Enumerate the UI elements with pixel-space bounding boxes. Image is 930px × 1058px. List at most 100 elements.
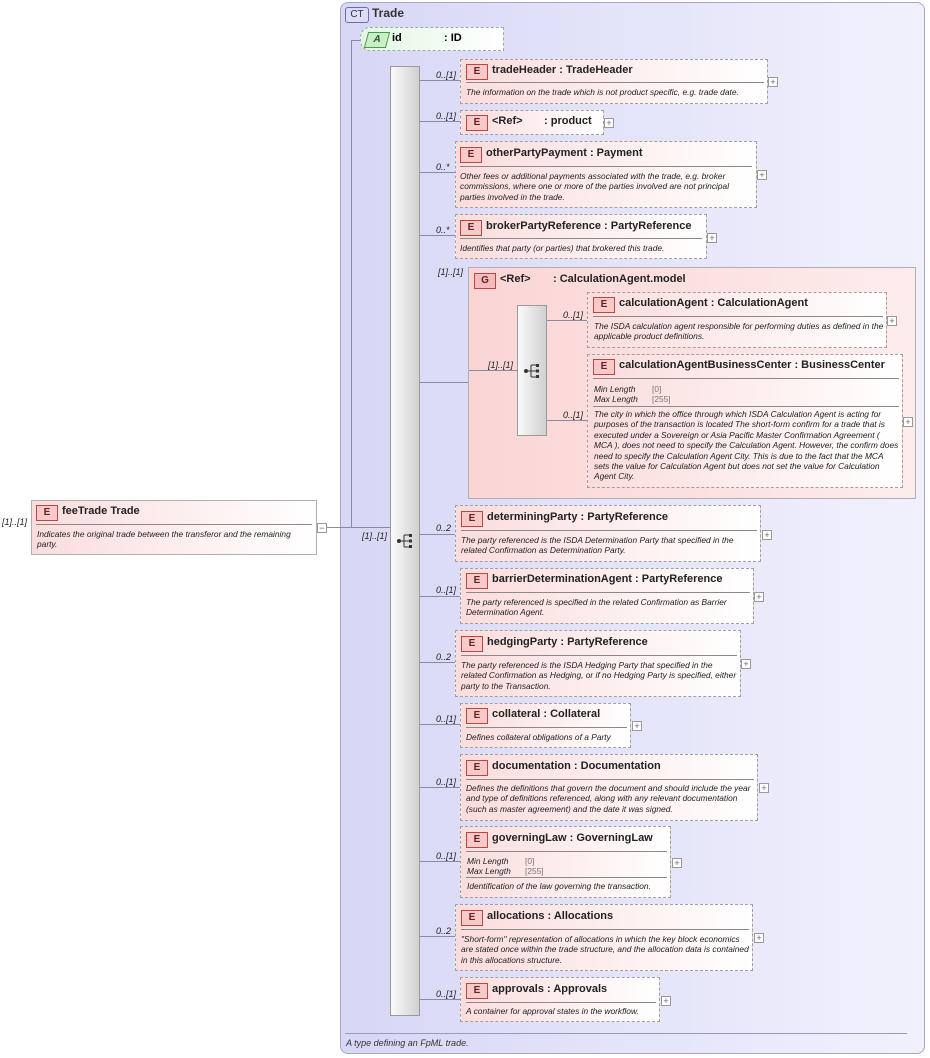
connector bbox=[420, 724, 461, 725]
expand-toggle[interactable]: + bbox=[754, 592, 764, 602]
element-name: barrierDeterminationAgent : PartyReferen… bbox=[492, 573, 723, 585]
element-cardinality: 0..[1] bbox=[436, 70, 457, 80]
connector bbox=[420, 172, 456, 173]
element-badge: E bbox=[466, 115, 488, 131]
element-otherPartyPayment[interactable] bbox=[455, 141, 757, 208]
expand-toggle[interactable]: + bbox=[759, 783, 769, 793]
element-badge: E bbox=[466, 983, 488, 999]
element-badge: E bbox=[460, 220, 482, 236]
element-separator bbox=[466, 82, 764, 83]
element-determiningParty[interactable] bbox=[455, 505, 761, 562]
element-doc: Identification of the law governing the … bbox=[467, 881, 651, 891]
element-doc: "Short-form" representation of allocatio… bbox=[461, 934, 749, 965]
connector bbox=[420, 596, 461, 597]
element-allocations[interactable] bbox=[455, 904, 753, 971]
element-calculationAgentBusinessCenter[interactable] bbox=[587, 354, 903, 488]
element-doc: A container for approval states in the w… bbox=[466, 1006, 639, 1016]
element-separator bbox=[466, 1002, 656, 1003]
element-name: documentation : Documentation bbox=[492, 760, 661, 772]
element-cardinality: 0..[1] bbox=[436, 111, 457, 121]
element-cardinality: 0..2 bbox=[436, 523, 452, 533]
element-hedgingParty[interactable] bbox=[455, 630, 741, 697]
facet-label: Max Length bbox=[467, 866, 511, 876]
element-tradeHeader[interactable] bbox=[460, 59, 768, 104]
element-cardinality: 0..2 bbox=[436, 652, 452, 662]
expand-toggle[interactable]: + bbox=[757, 170, 767, 180]
root-connector bbox=[317, 527, 352, 528]
element-separator bbox=[466, 592, 750, 593]
element-name: calculationAgent : CalculationAgent bbox=[619, 297, 808, 309]
group-cardinality: [1]..[1] bbox=[438, 267, 464, 277]
element-separator bbox=[461, 655, 737, 656]
connector bbox=[420, 235, 456, 236]
element-type: : GoverningLaw bbox=[569, 832, 653, 844]
expand-toggle[interactable]: + bbox=[762, 530, 772, 540]
element-name: tradeHeader : TradeHeader bbox=[492, 64, 633, 76]
element-doc: The ISDA calculation agent responsible f… bbox=[594, 321, 884, 342]
expand-toggle[interactable]: + bbox=[768, 77, 778, 87]
element-name: brokerPartyReference : PartyReference bbox=[486, 220, 692, 232]
element-separator bbox=[460, 166, 752, 167]
element-name: determiningParty : PartyReference bbox=[487, 511, 668, 523]
element-approvals[interactable] bbox=[460, 977, 660, 1022]
element-brokerPartyReference[interactable] bbox=[455, 214, 707, 259]
element-doc: Defines collateral obligations of a Part… bbox=[466, 732, 611, 742]
group-name: <Ref> bbox=[500, 273, 531, 285]
expand-toggle[interactable]: + bbox=[903, 417, 913, 427]
element-name: otherPartyPayment : Payment bbox=[486, 147, 643, 159]
root-element-box[interactable] bbox=[31, 500, 317, 555]
element-cardinality: 0..* bbox=[436, 162, 450, 172]
element-badge: E bbox=[461, 910, 483, 926]
facet-value: [0] bbox=[525, 856, 535, 866]
element-separator bbox=[593, 378, 899, 379]
connector bbox=[547, 420, 588, 421]
element-badge: E bbox=[593, 359, 615, 375]
element-type: : product bbox=[544, 115, 592, 127]
element-doc: The city in which the office through whi… bbox=[594, 409, 899, 482]
connector bbox=[420, 662, 456, 663]
root-separator bbox=[36, 524, 312, 525]
expand-toggle[interactable]: + bbox=[661, 996, 671, 1006]
expand-toggle[interactable]: + bbox=[887, 316, 897, 326]
element-name: approvals : Approvals bbox=[492, 983, 608, 995]
facet-value: [255] bbox=[652, 394, 671, 404]
collapse-toggle[interactable]: − bbox=[317, 523, 327, 533]
element-cardinality: 0..[1] bbox=[436, 989, 457, 999]
element-documentation[interactable] bbox=[460, 754, 758, 821]
complex-type-doc: A type defining an FpML trade. bbox=[346, 1038, 469, 1048]
root-element-doc: Indicates the original trade between the… bbox=[37, 529, 291, 550]
sequence-cardinality: [1]..[1] bbox=[362, 531, 388, 541]
element-badge: E bbox=[466, 708, 488, 724]
expand-toggle[interactable]: + bbox=[604, 118, 614, 128]
facet-label: Max Length bbox=[594, 394, 638, 404]
sequence-icon bbox=[524, 364, 539, 378]
element-barrierDeterminationAgent[interactable] bbox=[460, 568, 754, 624]
attr-connector-vertical bbox=[351, 40, 352, 528]
expand-toggle[interactable]: + bbox=[741, 659, 751, 669]
element-separator bbox=[466, 779, 754, 780]
element-badge: E bbox=[593, 297, 615, 313]
element-name: governingLaw : GoverningLaw bbox=[492, 832, 653, 844]
connector bbox=[420, 534, 456, 535]
choice-cardinality: [1]..[1] bbox=[488, 360, 514, 370]
element-badge: E bbox=[461, 511, 483, 527]
element-badge: E bbox=[466, 64, 488, 80]
element-name: hedgingParty : PartyReference bbox=[487, 636, 648, 648]
expand-toggle[interactable]: + bbox=[672, 858, 682, 868]
element-calculationAgent[interactable] bbox=[587, 292, 887, 348]
element-name: calculationAgentBusinessCenter : Busines… bbox=[619, 359, 885, 371]
expand-toggle[interactable]: + bbox=[632, 721, 642, 731]
expand-toggle[interactable]: + bbox=[707, 233, 717, 243]
element-name: <Ref> bbox=[492, 115, 523, 127]
element-governingLaw[interactable] bbox=[460, 826, 671, 898]
element-name: allocations : Allocations bbox=[487, 910, 614, 922]
complex-type-title: Trade bbox=[372, 6, 405, 20]
element-separator bbox=[461, 929, 749, 930]
element-separator bbox=[466, 727, 627, 728]
element-collateral[interactable] bbox=[460, 703, 631, 748]
element-cardinality: 0..[1] bbox=[436, 585, 457, 595]
facet-label: Min Length bbox=[594, 384, 636, 394]
sequence-icon bbox=[397, 534, 412, 548]
expand-toggle[interactable]: + bbox=[754, 933, 764, 943]
element-cardinality: 0..[1] bbox=[436, 777, 457, 787]
